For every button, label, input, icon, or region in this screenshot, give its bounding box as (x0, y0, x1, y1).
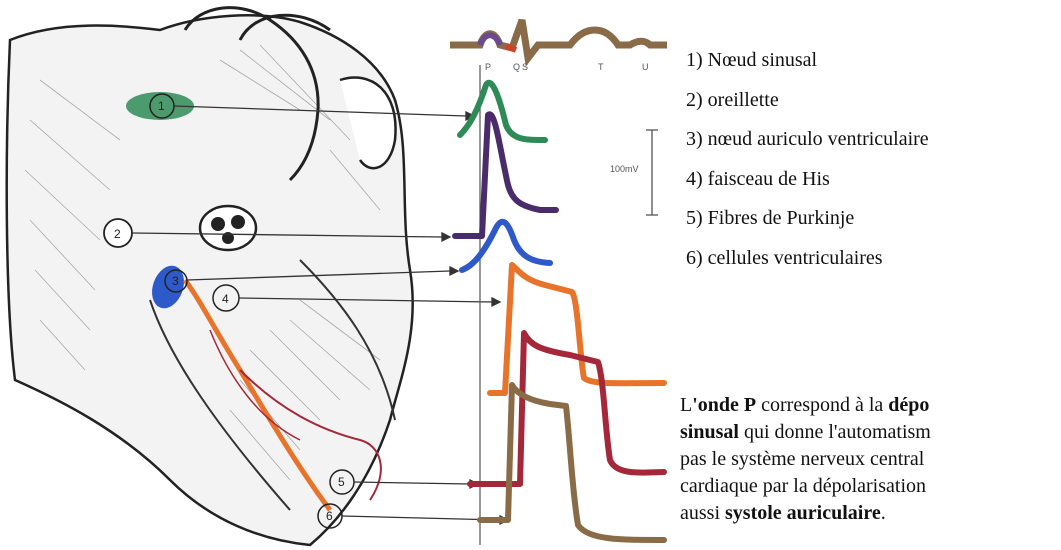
p-wave-note: L'onde P correspond à la dépo sinusal qu… (680, 392, 1061, 527)
ap-av-node (462, 222, 550, 270)
legend-item-purkinje: 5) Fibres de Purkinje (686, 200, 1061, 240)
ecg-label-p: P (485, 62, 491, 72)
marker-2: 2 (104, 219, 132, 247)
ecg-label-u: U (642, 62, 649, 72)
svg-text:1: 1 (158, 99, 165, 113)
ap-sinus-node (460, 83, 545, 140)
legend-item-atrium: 2) oreillette (686, 82, 1061, 122)
cardiac-conduction-figure: 1 2 3 4 5 6 (0, 0, 670, 550)
note-line-2: sinusal qui donne l'automatism (680, 419, 1061, 446)
ecg-label-q: Q (513, 62, 520, 72)
action-potentials (455, 83, 664, 540)
scale-bar (646, 130, 658, 215)
svg-text:5: 5 (338, 475, 345, 489)
heart-illustration: 1 2 3 4 5 6 (7, 8, 413, 545)
svg-text:4: 4 (222, 292, 229, 306)
scale-label: 100mV (610, 164, 639, 174)
svg-text:3: 3 (172, 274, 179, 288)
legend-item-sinus-node: 1) Nœud sinusal (686, 42, 1061, 82)
legend-list: 1) Nœud sinusal 2) oreillette 3) nœud au… (686, 42, 1061, 280)
svg-text:6: 6 (326, 509, 333, 523)
ap-atrium (455, 114, 556, 236)
legend-item-his-bundle: 4) faisceau de His (686, 161, 1061, 201)
note-line-4: cardiaque par la dépolarisation (680, 473, 1061, 500)
svg-text:2: 2 (114, 227, 121, 241)
legend-item-ventricular: 6) cellules ventriculaires (686, 240, 1061, 280)
legend-item-av-node: 3) nœud auriculo ventriculaire (686, 121, 1061, 161)
note-line-3: pas le système nerveux central (680, 446, 1061, 473)
ecg-label-s: S (522, 62, 528, 72)
ap-his-bundle (490, 265, 664, 393)
ecg-trace: P Q S T U (447, 20, 667, 72)
ecg-label-t: T (598, 62, 604, 72)
note-line-1: L'onde P correspond à la dépo (680, 392, 1061, 419)
ap-ventricular (480, 385, 664, 540)
note-line-5: aussi systole auriculaire. (680, 500, 1061, 527)
